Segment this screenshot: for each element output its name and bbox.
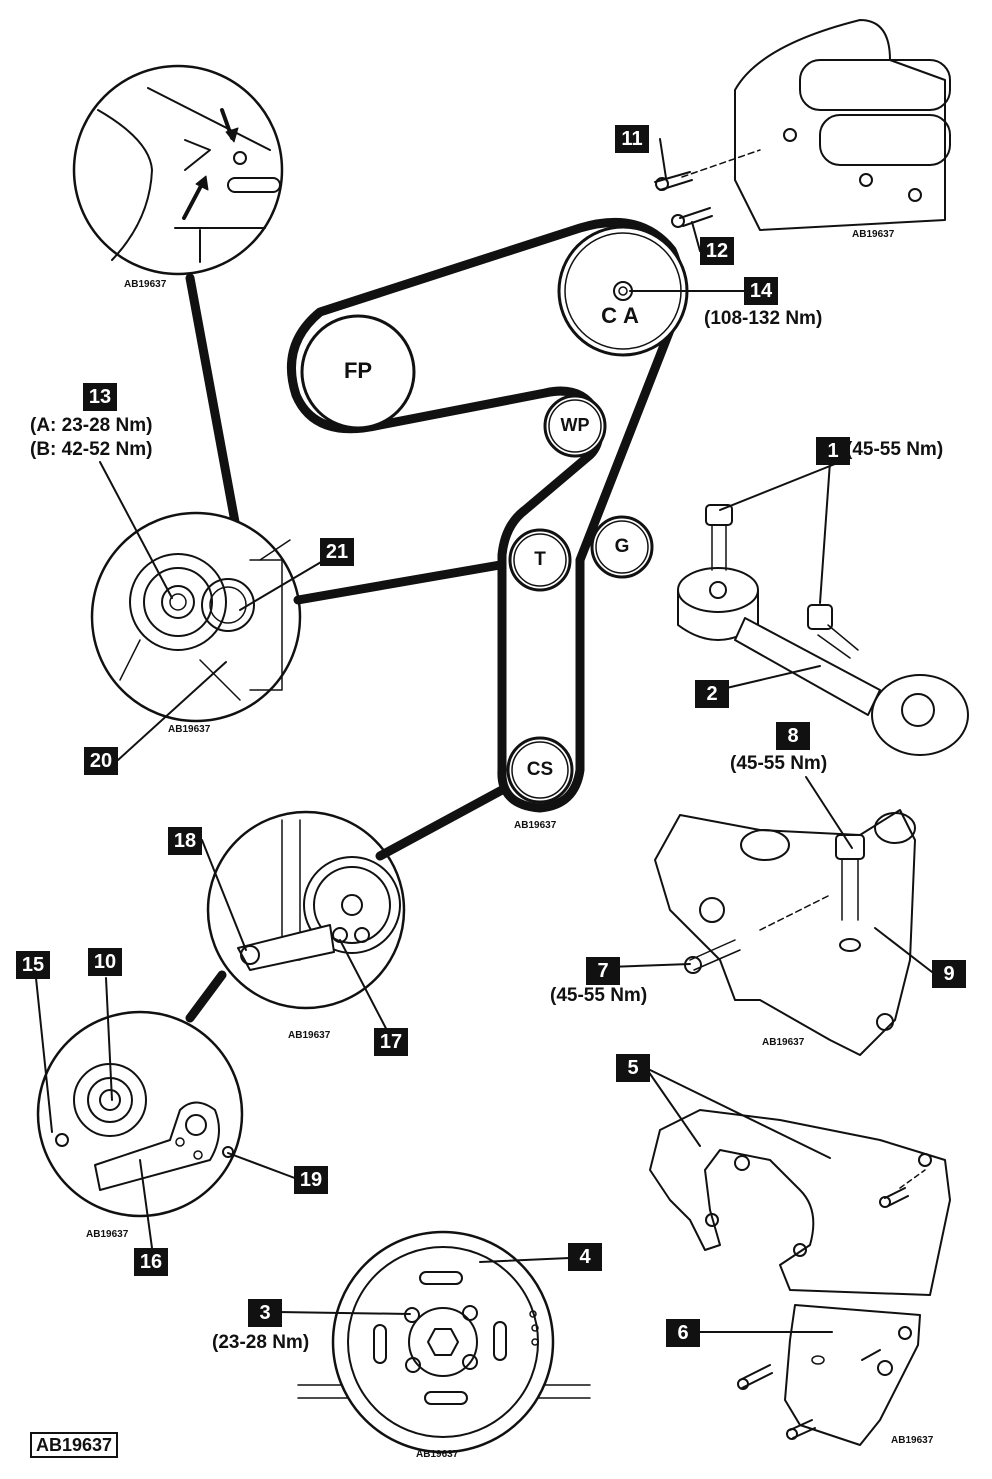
callout-21: 21 (320, 538, 354, 566)
callout-7: 7 (586, 957, 620, 985)
figure-code-4: AB19637 (514, 820, 557, 831)
pulley-label-wp: WP (560, 415, 590, 435)
torque-8: (45-55 Nm) (730, 753, 828, 774)
pulley-label-fp: FP (343, 358, 373, 383)
crankshaft-pulley (506, 736, 574, 804)
figure-code-6: AB19637 (762, 1037, 805, 1048)
callout-6: 6 (666, 1319, 700, 1347)
pulley-label-t: T (534, 549, 546, 570)
torque-14: (108-132 Nm) (704, 308, 823, 329)
tensioner-pulley (508, 528, 572, 592)
diagram-code: AB19637 (30, 1432, 119, 1458)
water-pump-pulley (543, 394, 607, 458)
callout-5: 5 (616, 1054, 650, 1082)
callout-leaders (35, 138, 933, 1333)
callout-9: 9 (932, 960, 966, 988)
figure-code-7: AB19637 (86, 1229, 129, 1240)
callout-20: 20 (84, 747, 118, 775)
callout-18: 18 (168, 827, 202, 855)
callout-10: 10 (88, 948, 122, 976)
callout-14: 14 (744, 277, 778, 305)
callout-1: 1 (816, 437, 850, 465)
figure-code-8: AB19637 (416, 1449, 459, 1460)
figure-code-3: AB19637 (168, 724, 211, 735)
guide-pulley (590, 515, 654, 579)
callout-3: 3 (248, 1299, 282, 1327)
callout-16: 16 (134, 1248, 168, 1276)
fuel-pump-pulley (300, 314, 416, 430)
callout-12: 12 (700, 237, 734, 265)
mounting-bracket-detail (654, 809, 916, 1056)
crankshaft-lock-detail (36, 970, 244, 1218)
torque-13b: (B: 42-52 Nm) (30, 439, 153, 460)
pulley-label-cs: CS (526, 759, 554, 780)
callout-11: 11 (615, 125, 649, 153)
camshaft-hub-detail (90, 511, 505, 723)
pulley-label-ca: CA (601, 303, 645, 328)
callout-19: 19 (294, 1166, 328, 1194)
detail-leader-1 (185, 273, 247, 565)
figure-code-5: AB19637 (288, 1030, 331, 1041)
torque-1: (45-55 Nm) (846, 439, 944, 460)
crankshaft-damper-pulley (297, 1230, 591, 1454)
torque-3: (23-28 Nm) (212, 1332, 310, 1353)
timing-mark-detail (72, 64, 284, 276)
torque-13a: (A: 23-28 Nm) (30, 415, 153, 436)
lower-timing-cover (737, 1304, 921, 1446)
idler-arm-detail (677, 504, 969, 756)
figure-code-1: AB19637 (124, 279, 167, 290)
figure-code-9: AB19637 (891, 1435, 934, 1446)
camshaft-cover-detail (654, 19, 951, 231)
callout-2: 2 (695, 680, 729, 708)
figure-code-2: AB19637 (852, 229, 895, 240)
callout-13: 13 (83, 383, 117, 411)
pulley-label-g: G (614, 536, 630, 557)
upper-timing-cover (649, 1109, 951, 1296)
callout-15: 15 (16, 951, 50, 979)
tensioner-detail (206, 785, 507, 1010)
callout-17: 17 (374, 1028, 408, 1056)
callout-4: 4 (568, 1243, 602, 1271)
callout-8: 8 (776, 722, 810, 750)
torque-7: (45-55 Nm) (550, 985, 648, 1006)
